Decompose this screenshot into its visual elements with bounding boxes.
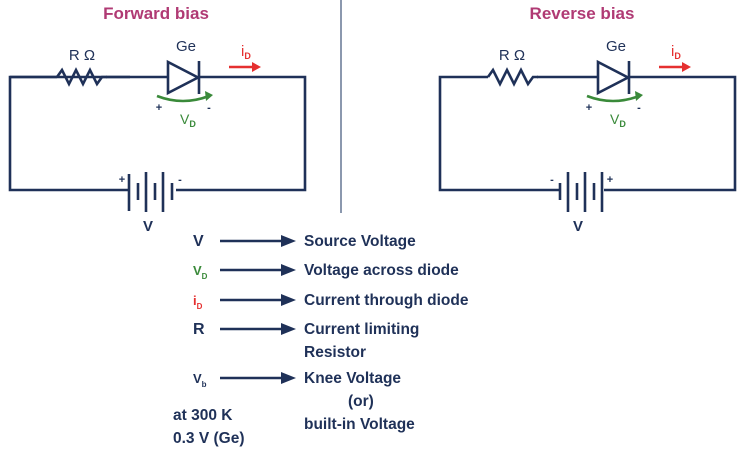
reverse-battery-minus: -	[550, 174, 554, 186]
forward-diode-minus: -	[207, 102, 211, 114]
legend-symbol: V	[193, 233, 204, 250]
forward-bias-circuit: Forward bias R Ω Ge iD + - VD	[8, 4, 307, 235]
legend-row: Vb Knee Voltage (or) built-in Voltage	[193, 370, 415, 433]
legend-symbol: R	[193, 321, 205, 338]
forward-current-arrowhead	[252, 62, 261, 72]
legend-description: Voltage across diode	[304, 262, 459, 279]
forward-current-label: iD	[241, 43, 251, 61]
forward-battery-plus: +	[119, 174, 125, 186]
reverse-battery-plus: +	[607, 174, 613, 186]
reverse-bias-circuit: Reverse bias R Ω Ge iD + - VD - + V	[438, 4, 737, 235]
forward-vd-arc	[156, 94, 210, 103]
forward-diode-symbol	[166, 59, 201, 96]
forward-battery-label: V	[143, 218, 153, 235]
reverse-diode-label: Ge	[606, 38, 626, 55]
reverse-diode-symbol	[596, 59, 631, 96]
legend-arrowhead	[281, 294, 296, 306]
forward-resistor-label: R Ω	[69, 47, 95, 64]
legend-description: (or)	[348, 393, 374, 410]
legend-description: Resistor	[304, 344, 366, 361]
forward-battery	[127, 172, 174, 212]
legend-arrowhead	[281, 323, 296, 335]
reverse-resistor-label: R Ω	[499, 47, 525, 64]
reverse-battery-label: V	[573, 218, 583, 235]
forward-wire-top-left	[8, 75, 130, 192]
legend-row: V Source Voltage	[193, 233, 416, 250]
forward-vd-arrowhead	[205, 91, 213, 101]
reverse-battery	[558, 172, 604, 212]
forward-diode-plus: +	[156, 102, 162, 114]
reverse-vd-label: VD	[610, 111, 626, 129]
legend-arrowhead	[281, 235, 296, 247]
forward-battery-minus: -	[178, 174, 182, 186]
legend-arrowhead	[281, 264, 296, 276]
legend-row: iD Current through diode	[193, 292, 469, 311]
reverse-current-arrowhead	[682, 62, 691, 72]
reverse-wire-right	[604, 75, 737, 192]
reverse-diode-minus: -	[637, 102, 641, 114]
legend-description: Current limiting	[304, 321, 419, 338]
legend-arrowhead	[281, 372, 296, 384]
legend-description: built-in Voltage	[304, 416, 415, 433]
reverse-resistor	[486, 67, 538, 87]
legend-row: VD Voltage across diode	[193, 262, 459, 281]
reverse-bias-title: Reverse bias	[530, 4, 635, 23]
forward-diode-label: Ge	[176, 38, 196, 55]
forward-resistor	[55, 67, 107, 87]
forward-wire-right	[176, 75, 307, 192]
forward-bias-title: Forward bias	[103, 4, 209, 23]
reverse-vd-arrowhead	[635, 91, 643, 101]
knee-note-line-2: 0.3 V (Ge)	[173, 430, 245, 447]
legend-description: Knee Voltage	[304, 370, 401, 387]
legend-description: Source Voltage	[304, 233, 416, 250]
legend-symbol: VD	[193, 263, 208, 281]
forward-vd-label: VD	[180, 111, 196, 129]
reverse-vd-arc	[586, 94, 640, 103]
legend-description: Current through diode	[304, 292, 469, 309]
knee-note-line-1: at 300 K	[173, 407, 233, 424]
legend-symbol: Vb	[193, 371, 207, 389]
reverse-wire-left	[438, 75, 559, 192]
reverse-diode-plus: +	[586, 102, 592, 114]
reverse-current-label: iD	[671, 43, 681, 61]
legend-symbol: iD	[193, 293, 203, 311]
